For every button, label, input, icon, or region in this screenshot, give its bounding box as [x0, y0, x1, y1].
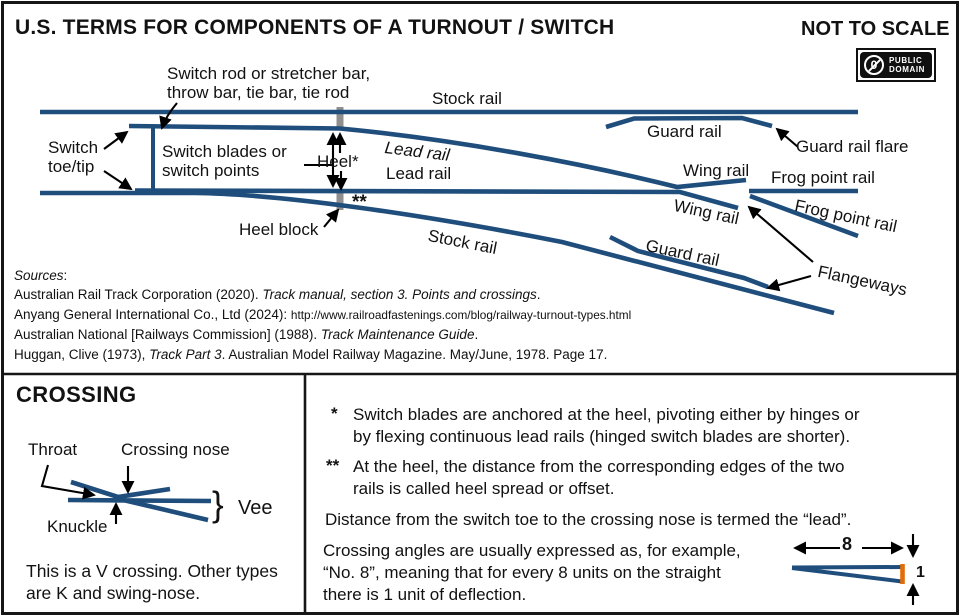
- stock-rail-top-label: Stock rail: [432, 89, 502, 108]
- public-domain-line1: PUBLIC: [889, 56, 923, 65]
- source-line: Huggan, Clive (1973), Track Part 3. Aust…: [14, 345, 654, 364]
- public-domain-badge: 0 PUBLIC DOMAIN: [856, 48, 937, 82]
- crossing-wing-rail-line: [70, 479, 171, 500]
- source4-text: Huggan, Clive (1973),: [14, 346, 150, 362]
- switch-rod-arrow: [159, 102, 178, 130]
- guard-rail-flare-label: Guard rail flare: [796, 137, 909, 156]
- upper-heel-block: [336, 107, 344, 129]
- crossing-caption: This is a V crossing. Other types are K …: [26, 561, 278, 603]
- switch-toe-label: Switch toe/tip: [48, 138, 99, 176]
- note2-text: At the heel, the distance from the corre…: [353, 457, 845, 498]
- page-title: U.S. TERMS FOR COMPONENTS OF A TURNOUT /…: [15, 16, 615, 39]
- crossing-diagonal-rail-line: [114, 495, 209, 523]
- note1-text: Switch blades are anchored at the heel, …: [353, 405, 860, 446]
- sources-heading-colon: :: [63, 268, 68, 283]
- switch-toe-upper-arrow: [103, 130, 129, 150]
- lead-rail-straight-label: Lead rail: [386, 164, 452, 183]
- public-domain-badge-inner: 0 PUBLIC DOMAIN: [860, 52, 933, 78]
- upper-blade-diverging-lead-rail-line: [128, 123, 747, 190]
- crossing-arrows: [40, 464, 135, 524]
- source3-title: Track Maintenance Guide: [320, 327, 475, 343]
- source2-text: Anyang General International Co., Ltd (2…: [14, 306, 291, 322]
- source3-text: Australian National [Railways Commission…: [14, 327, 321, 343]
- note1-marker: *: [331, 404, 338, 423]
- no-copyright-icon: 0: [864, 55, 884, 75]
- turnout-arrows: [103, 102, 814, 292]
- wedge-bottom-edge: [791, 566, 903, 584]
- flangeway-lower-arrow: [766, 274, 812, 292]
- source4-title: Track Part 3: [149, 346, 222, 362]
- heel-spread-marker: **: [352, 192, 367, 213]
- vee-label: Vee: [238, 497, 273, 519]
- lower-heel-block: [336, 193, 344, 210]
- switch-toe-lower-arrow: [103, 170, 133, 191]
- diverging-stock-rail-line: [40, 190, 835, 316]
- sources-block: Sources: Australian Rail Track Corporati…: [14, 266, 654, 364]
- source1-title: Track manual, section 3. Points and cros…: [262, 287, 537, 303]
- rails: [40, 109, 859, 316]
- source-line: Australian National [Railways Commission…: [14, 325, 654, 344]
- source-line: Anyang General International Co., Ltd (2…: [14, 305, 654, 325]
- switch-rod-label: Switch rod or stretcher bar, throw bar, …: [167, 64, 371, 102]
- wing-rail-upper-label: Wing rail: [683, 161, 750, 180]
- knuckle-label: Knuckle: [47, 517, 108, 536]
- source1-end: .: [536, 287, 541, 303]
- guard-rail-top-label: Guard rail: [647, 122, 722, 141]
- public-domain-line2: DOMAIN: [889, 65, 926, 74]
- crossing-rails: [67, 479, 212, 523]
- throat-arrow: [40, 464, 96, 500]
- not-to-scale-note: NOT TO SCALE: [801, 18, 950, 40]
- flangeway-upper-arrow: [747, 205, 814, 263]
- sources-heading: Sources:: [14, 266, 654, 285]
- switch-blades-label: Switch blades or switch points: [162, 142, 287, 180]
- rise-unit-label: 1: [916, 564, 925, 581]
- guard-rail-flare-arrow: [775, 127, 799, 148]
- note2-marker: **: [326, 456, 340, 475]
- source3-end: .: [474, 327, 479, 343]
- frog-point-rail-upper-label: Frog point rail: [771, 168, 875, 187]
- crossing-heading: CROSSING: [16, 382, 137, 407]
- straight-lead-rail-line: [134, 188, 739, 211]
- heel-block-arrow: [323, 208, 340, 228]
- run-units-label: 8: [842, 534, 853, 554]
- wedge-top-edge: [791, 565, 904, 570]
- note3-text: Distance from the switch toe to the cros…: [325, 510, 852, 529]
- source2-url: http://www.railroadfastenings.com/blog/r…: [290, 307, 632, 322]
- note4-text: Crossing angles are usually expressed as…: [323, 541, 741, 604]
- top-guard-rail-line: [605, 115, 773, 130]
- source4-end: . Australian Model Railway Magazine. May…: [221, 346, 608, 362]
- vee-brace: }: [212, 485, 224, 524]
- public-domain-badge-text: PUBLIC DOMAIN: [889, 56, 925, 74]
- angle-diagram-wedge: [791, 565, 904, 584]
- source-line: Australian Rail Track Corporation (2020)…: [14, 285, 654, 304]
- sources-heading-word: Sources: [14, 268, 64, 283]
- source1-text: Australian Rail Track Corporation (2020)…: [14, 287, 263, 303]
- lower-guard-rail-line: [608, 234, 769, 290]
- diverging-frog-point-rail-line: [749, 193, 859, 239]
- throat-label: Throat: [28, 440, 78, 459]
- heel-block-label: Heel block: [239, 220, 319, 239]
- crossing-nose-label: Crossing nose: [121, 440, 230, 459]
- angle-diagram-arrows: [793, 534, 920, 605]
- crossing-straight-rail-line: [67, 497, 212, 504]
- heel-label: Heel*: [317, 152, 359, 171]
